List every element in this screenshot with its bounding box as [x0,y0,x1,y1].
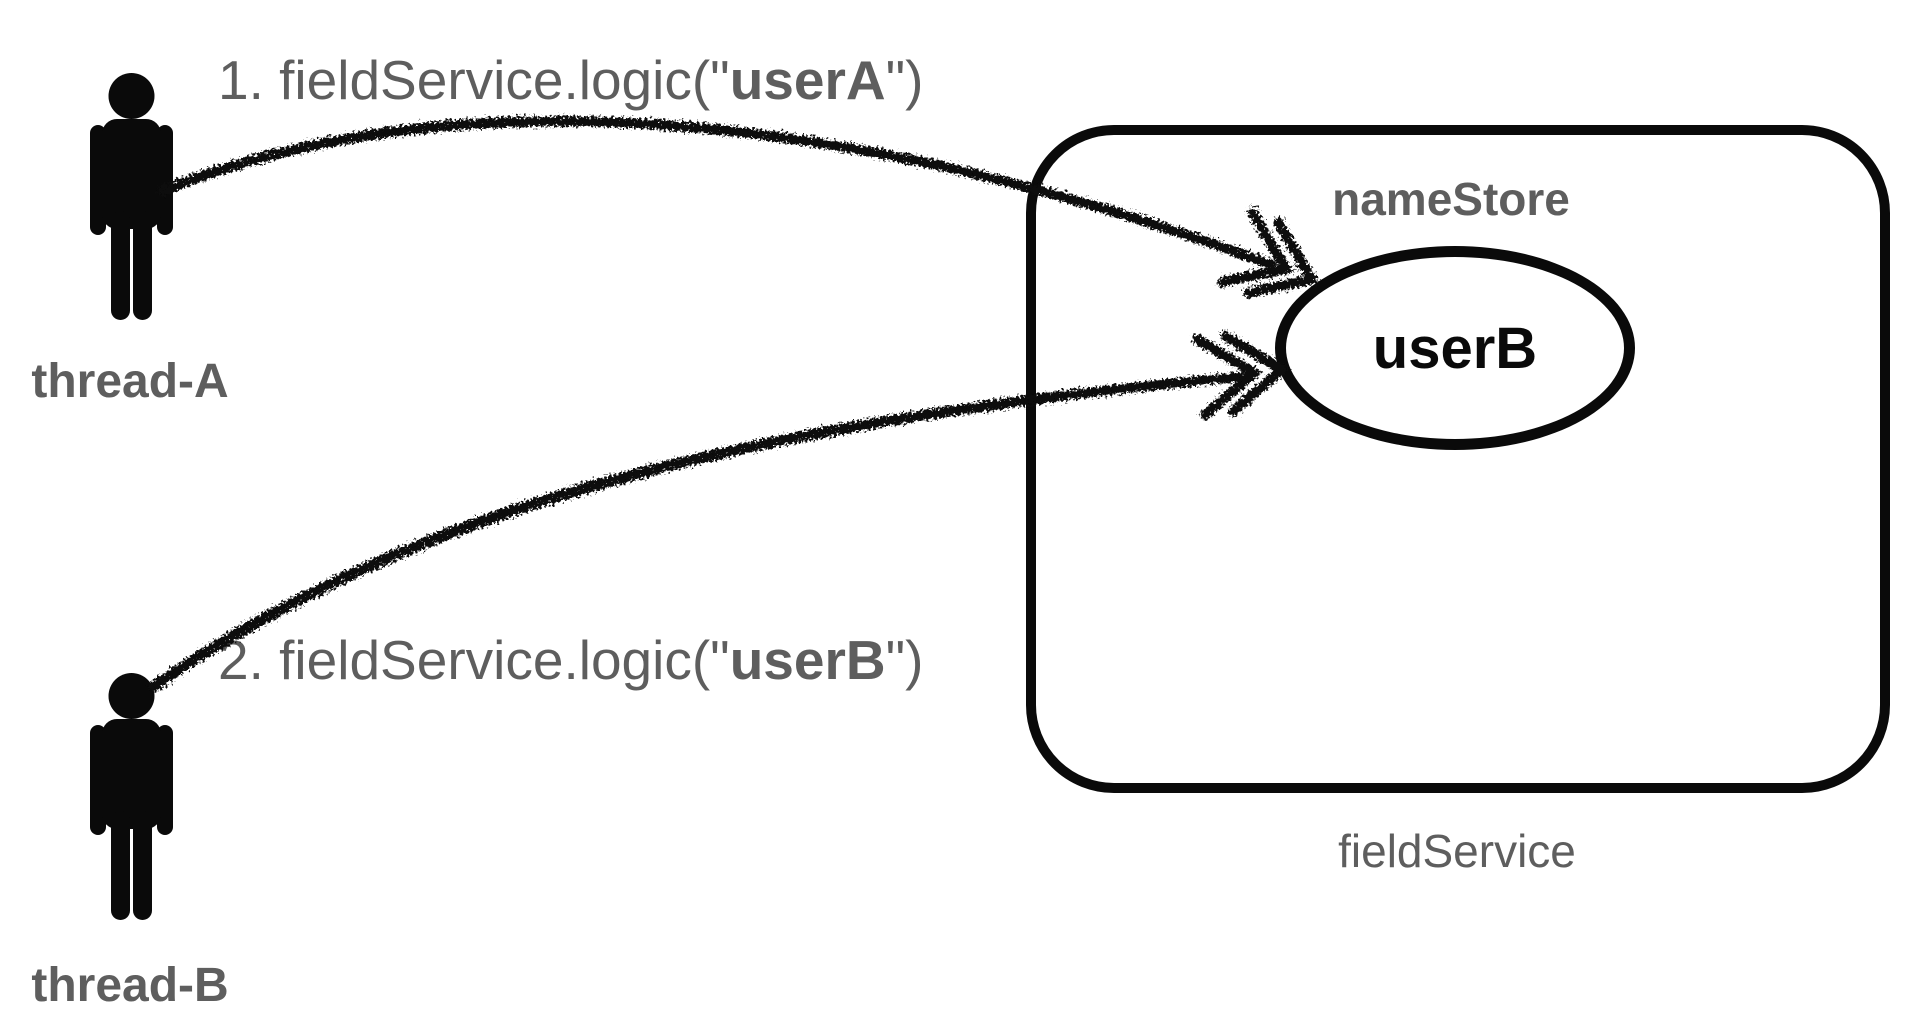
call-2-tail: ") [885,629,924,691]
call-1-arg: userA [729,49,886,111]
thread-b-label: thread-B [31,959,229,1012]
call-2-caption: 2. fieldService.logic("userB") [218,628,923,692]
person-icon [90,673,173,920]
call-2-arg: userB [729,629,886,691]
store-value: userB [1372,315,1538,381]
call-1-caption: 1. fieldService.logic("userA") [218,48,923,112]
call-1-tail: ") [885,49,924,111]
call-2-lead: 2. fieldService.logic(" [218,629,730,691]
thread-a-label: thread-A [31,355,229,408]
name-store-title: nameStore [1332,173,1570,225]
name-store-ellipse: userB [1275,246,1635,450]
call-1-lead: 1. fieldService.logic(" [218,49,730,111]
person-icon-thread-b [85,673,178,920]
field-service-label: fieldService [1338,825,1576,877]
person-icon-thread-a [85,73,178,320]
person-icon [90,73,173,320]
